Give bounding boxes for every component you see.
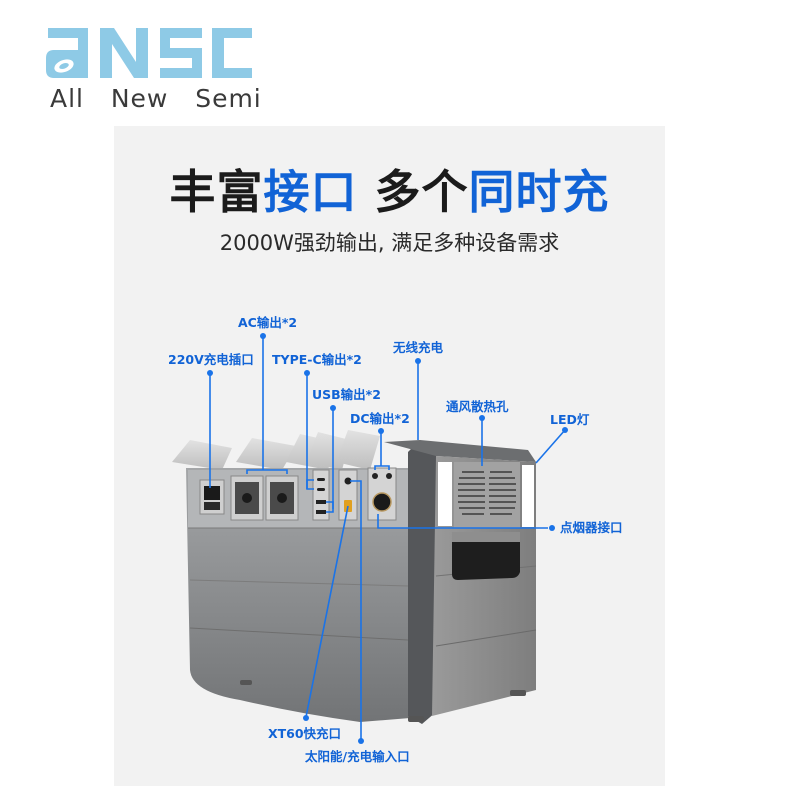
brand-tagline: All New Semi xyxy=(50,84,262,113)
headline-part2: 接口 xyxy=(263,165,358,219)
label-usb-output: USB输出*2 xyxy=(312,387,381,402)
headline-part4: 同时充 xyxy=(468,165,610,219)
label-ac-output: AC输出*2 xyxy=(238,315,298,330)
label-led-light: LED灯 xyxy=(550,412,590,427)
headline-part3: 多个 xyxy=(357,165,469,219)
brand-logo: All New Semi xyxy=(44,22,274,122)
label-wireless-charging: 无线充电 xyxy=(393,340,444,355)
label-220v-charge-socket: 220V充电插口 xyxy=(168,352,254,367)
product-panel: 丰富接口 多个同时充 2000W强劲输出, 满足多种设备需求 xyxy=(114,126,665,786)
label-ventilation: 通风散热孔 xyxy=(446,399,509,414)
headline: 丰富接口 多个同时充 xyxy=(114,156,665,222)
headline-part1: 丰富 xyxy=(169,165,264,219)
label-cigarette-lighter: 点烟器接口 xyxy=(560,520,623,535)
label-dc-output: DC输出*2 xyxy=(350,411,410,426)
ansc-logo-mark-icon xyxy=(46,28,252,78)
subheadline: 2000W强劲输出, 满足多种设备需求 xyxy=(219,231,560,255)
label-solar-charge-input: 太阳能/充电输入口 xyxy=(305,749,410,764)
label-type-c-output: TYPE-C输出*2 xyxy=(272,352,362,367)
label-xt60-fast-charge: XT60快充口 xyxy=(268,726,342,741)
